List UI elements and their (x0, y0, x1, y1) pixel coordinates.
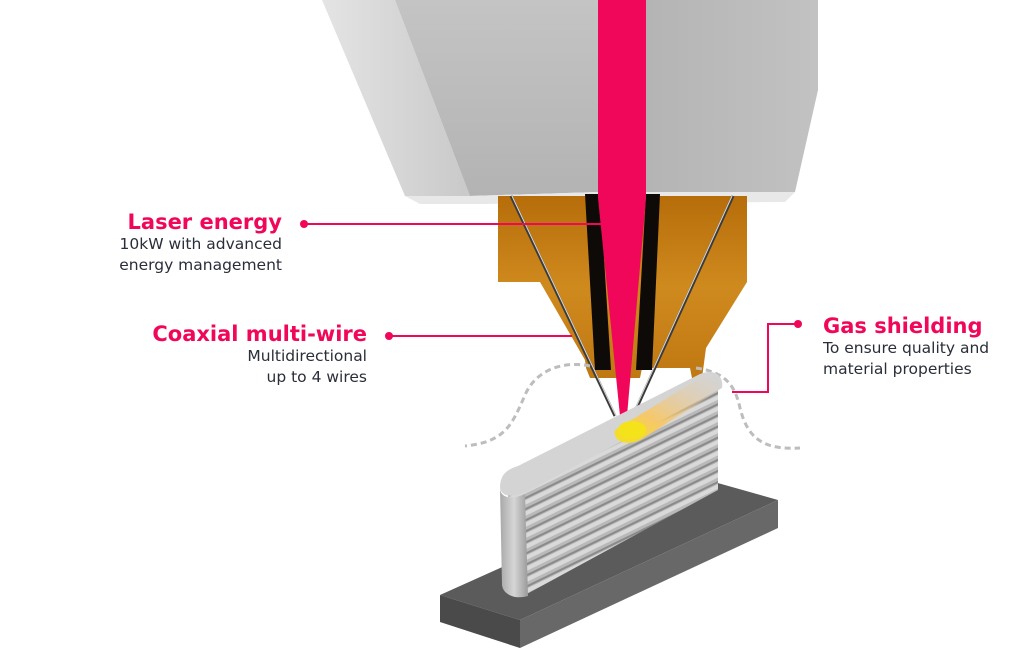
nozzle-shadow-right (636, 194, 660, 370)
callout-gas-shielding: Gas shielding To ensure quality and mate… (823, 314, 989, 380)
laser-beam (598, 0, 646, 416)
callout-desc-line: material properties (823, 360, 972, 378)
housing-right-face (646, 0, 818, 192)
wire-left (509, 195, 617, 417)
wall-end (500, 488, 528, 598)
gas-flow-right (695, 366, 801, 450)
deposited-wall (500, 371, 723, 598)
housing-left-face (322, 0, 470, 196)
wire-right (631, 195, 735, 417)
callout-desc-line: 10kW with advanced (119, 235, 283, 253)
housing-front-face (395, 0, 598, 196)
callout-desc-line: Multidirectional (247, 347, 367, 365)
callout-title: Gas shielding (823, 314, 983, 338)
leader-lines (300, 220, 802, 393)
callout-title: Coaxial multi-wire (152, 322, 367, 346)
callout-laser-energy: Laser energy 10kW with advanced energy m… (119, 210, 282, 276)
callout-title: Laser energy (127, 210, 282, 234)
substrate-side (520, 500, 778, 648)
nozzle-shadow-left (585, 194, 611, 370)
wire-right-highlight (631, 195, 733, 417)
substrate-front (440, 595, 520, 648)
melt-pool (618, 421, 646, 439)
gas-flow-left (464, 363, 591, 448)
head-housing (322, 0, 818, 204)
callout-desc-line: energy management (119, 256, 282, 274)
callout-coaxial-multi-wire: Coaxial multi-wire Multidirectional up t… (152, 322, 367, 388)
callout-desc-line: up to 4 wires (266, 368, 368, 386)
wall-face (508, 378, 718, 595)
callout-desc-line: To ensure quality and (823, 339, 990, 357)
gas-leader-line (732, 323, 798, 393)
wire-left-highlight (511, 195, 617, 417)
